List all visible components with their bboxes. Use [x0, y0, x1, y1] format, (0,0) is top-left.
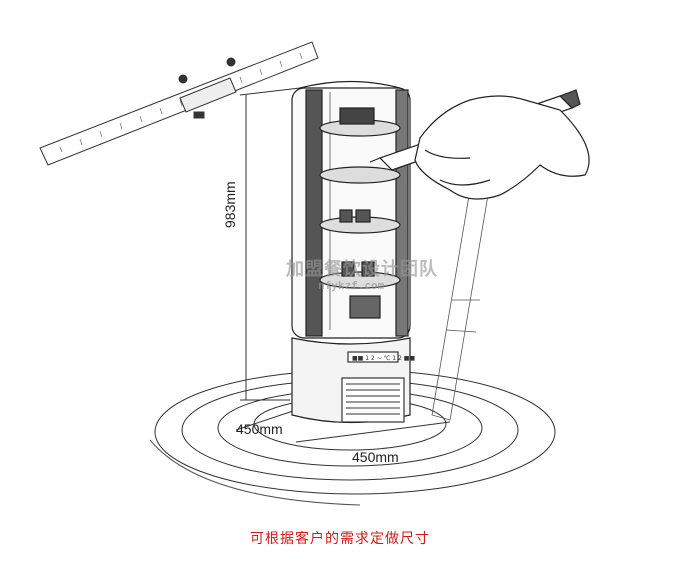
- watermark: 加盟餐饮设计团队: [286, 259, 438, 280]
- watermark-url: nfykzf.com: [318, 279, 385, 292]
- round-display-cabinet: [291, 80, 411, 424]
- width-label: 450mm: [352, 449, 399, 465]
- height-label: 983mm: [222, 181, 238, 228]
- control-panel-label: ■■ 1 2 ~ ℃ 1 2 ■■: [352, 355, 416, 362]
- hand-with-pencil: [369, 89, 590, 200]
- diagonal-ruler: [39, 41, 319, 166]
- depth-label: 450mm: [236, 421, 283, 437]
- width-dimension-lines: [235, 409, 451, 443]
- vertical-ruler: [431, 189, 489, 421]
- caption: 可根据客户的需求定做尺寸: [250, 531, 430, 547]
- height-dimension-line: [239, 87, 301, 401]
